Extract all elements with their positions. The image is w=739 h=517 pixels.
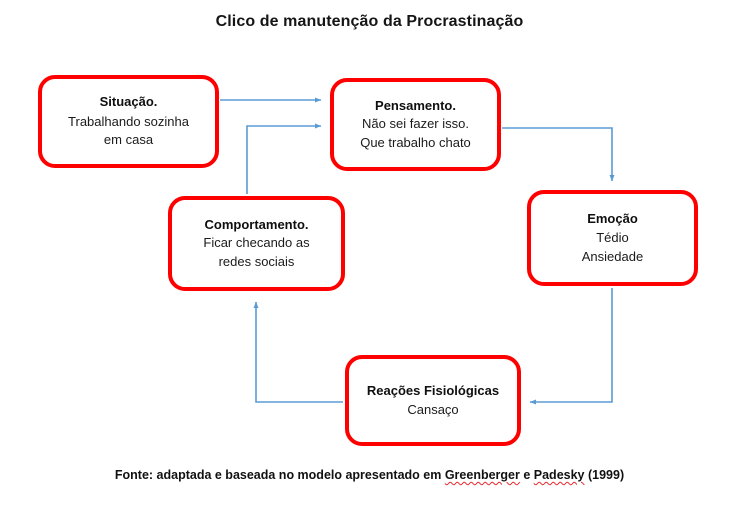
node-emocao[interactable]: Emoção Tédio Ansiedade <box>527 190 698 286</box>
node-comportamento-line-1: Ficar checando as <box>203 235 310 251</box>
node-situacao-line-2: em casa <box>103 132 154 148</box>
figure-caption: Fonte: adaptada e baseada no modelo apre… <box>0 468 739 482</box>
node-reacoes-fisiologicas-title: Reações Fisiológicas <box>366 382 500 398</box>
node-comportamento-title: Comportamento. <box>204 216 309 232</box>
caption-conjunction: e <box>519 468 534 482</box>
node-emocao-title: Emoção <box>587 210 638 226</box>
connector-pensamento-to-emocao <box>502 127 615 182</box>
node-emocao-line-2: Ansiedade <box>581 248 644 264</box>
node-pensamento-line-1: Não sei fazer isso. <box>362 116 469 132</box>
caption-author-padesky: Padesky <box>533 468 585 482</box>
caption-prefix: Fonte: adaptada e baseada no modelo apre… <box>114 468 445 482</box>
node-situacao-title: Situação. <box>99 94 158 110</box>
node-pensamento-line-2: Que trabalho chato <box>360 134 471 150</box>
node-comportamento-line-2: redes sociais <box>218 253 295 269</box>
node-situacao-line-1: Trabalhando sozinha <box>68 113 189 129</box>
caption-author-greenberger: Greenberger <box>444 468 520 482</box>
connector-comportamento-to-pensamento <box>246 123 322 194</box>
node-comportamento[interactable]: Comportamento. Ficar checando as redes s… <box>168 196 345 291</box>
node-situacao[interactable]: Situação. Trabalhando sozinha em casa <box>38 75 219 168</box>
connector-reacoes-to-comportamento <box>253 301 343 403</box>
node-emocao-line-1: Tédio <box>596 230 629 246</box>
node-pensamento[interactable]: Pensamento. Não sei fazer isso. Que trab… <box>330 78 501 171</box>
page-title: Clico de manutenção da Procrastinação <box>215 13 524 30</box>
connector-emocao-to-reacoes <box>529 288 613 405</box>
caption-year: (1999) <box>584 468 625 482</box>
node-pensamento-title: Pensamento. <box>375 97 456 113</box>
node-reacoes-fisiologicas-line-1: Cansaço <box>407 402 459 417</box>
node-reacoes-fisiologicas[interactable]: Reações Fisiológicas Cansaço <box>345 355 521 446</box>
